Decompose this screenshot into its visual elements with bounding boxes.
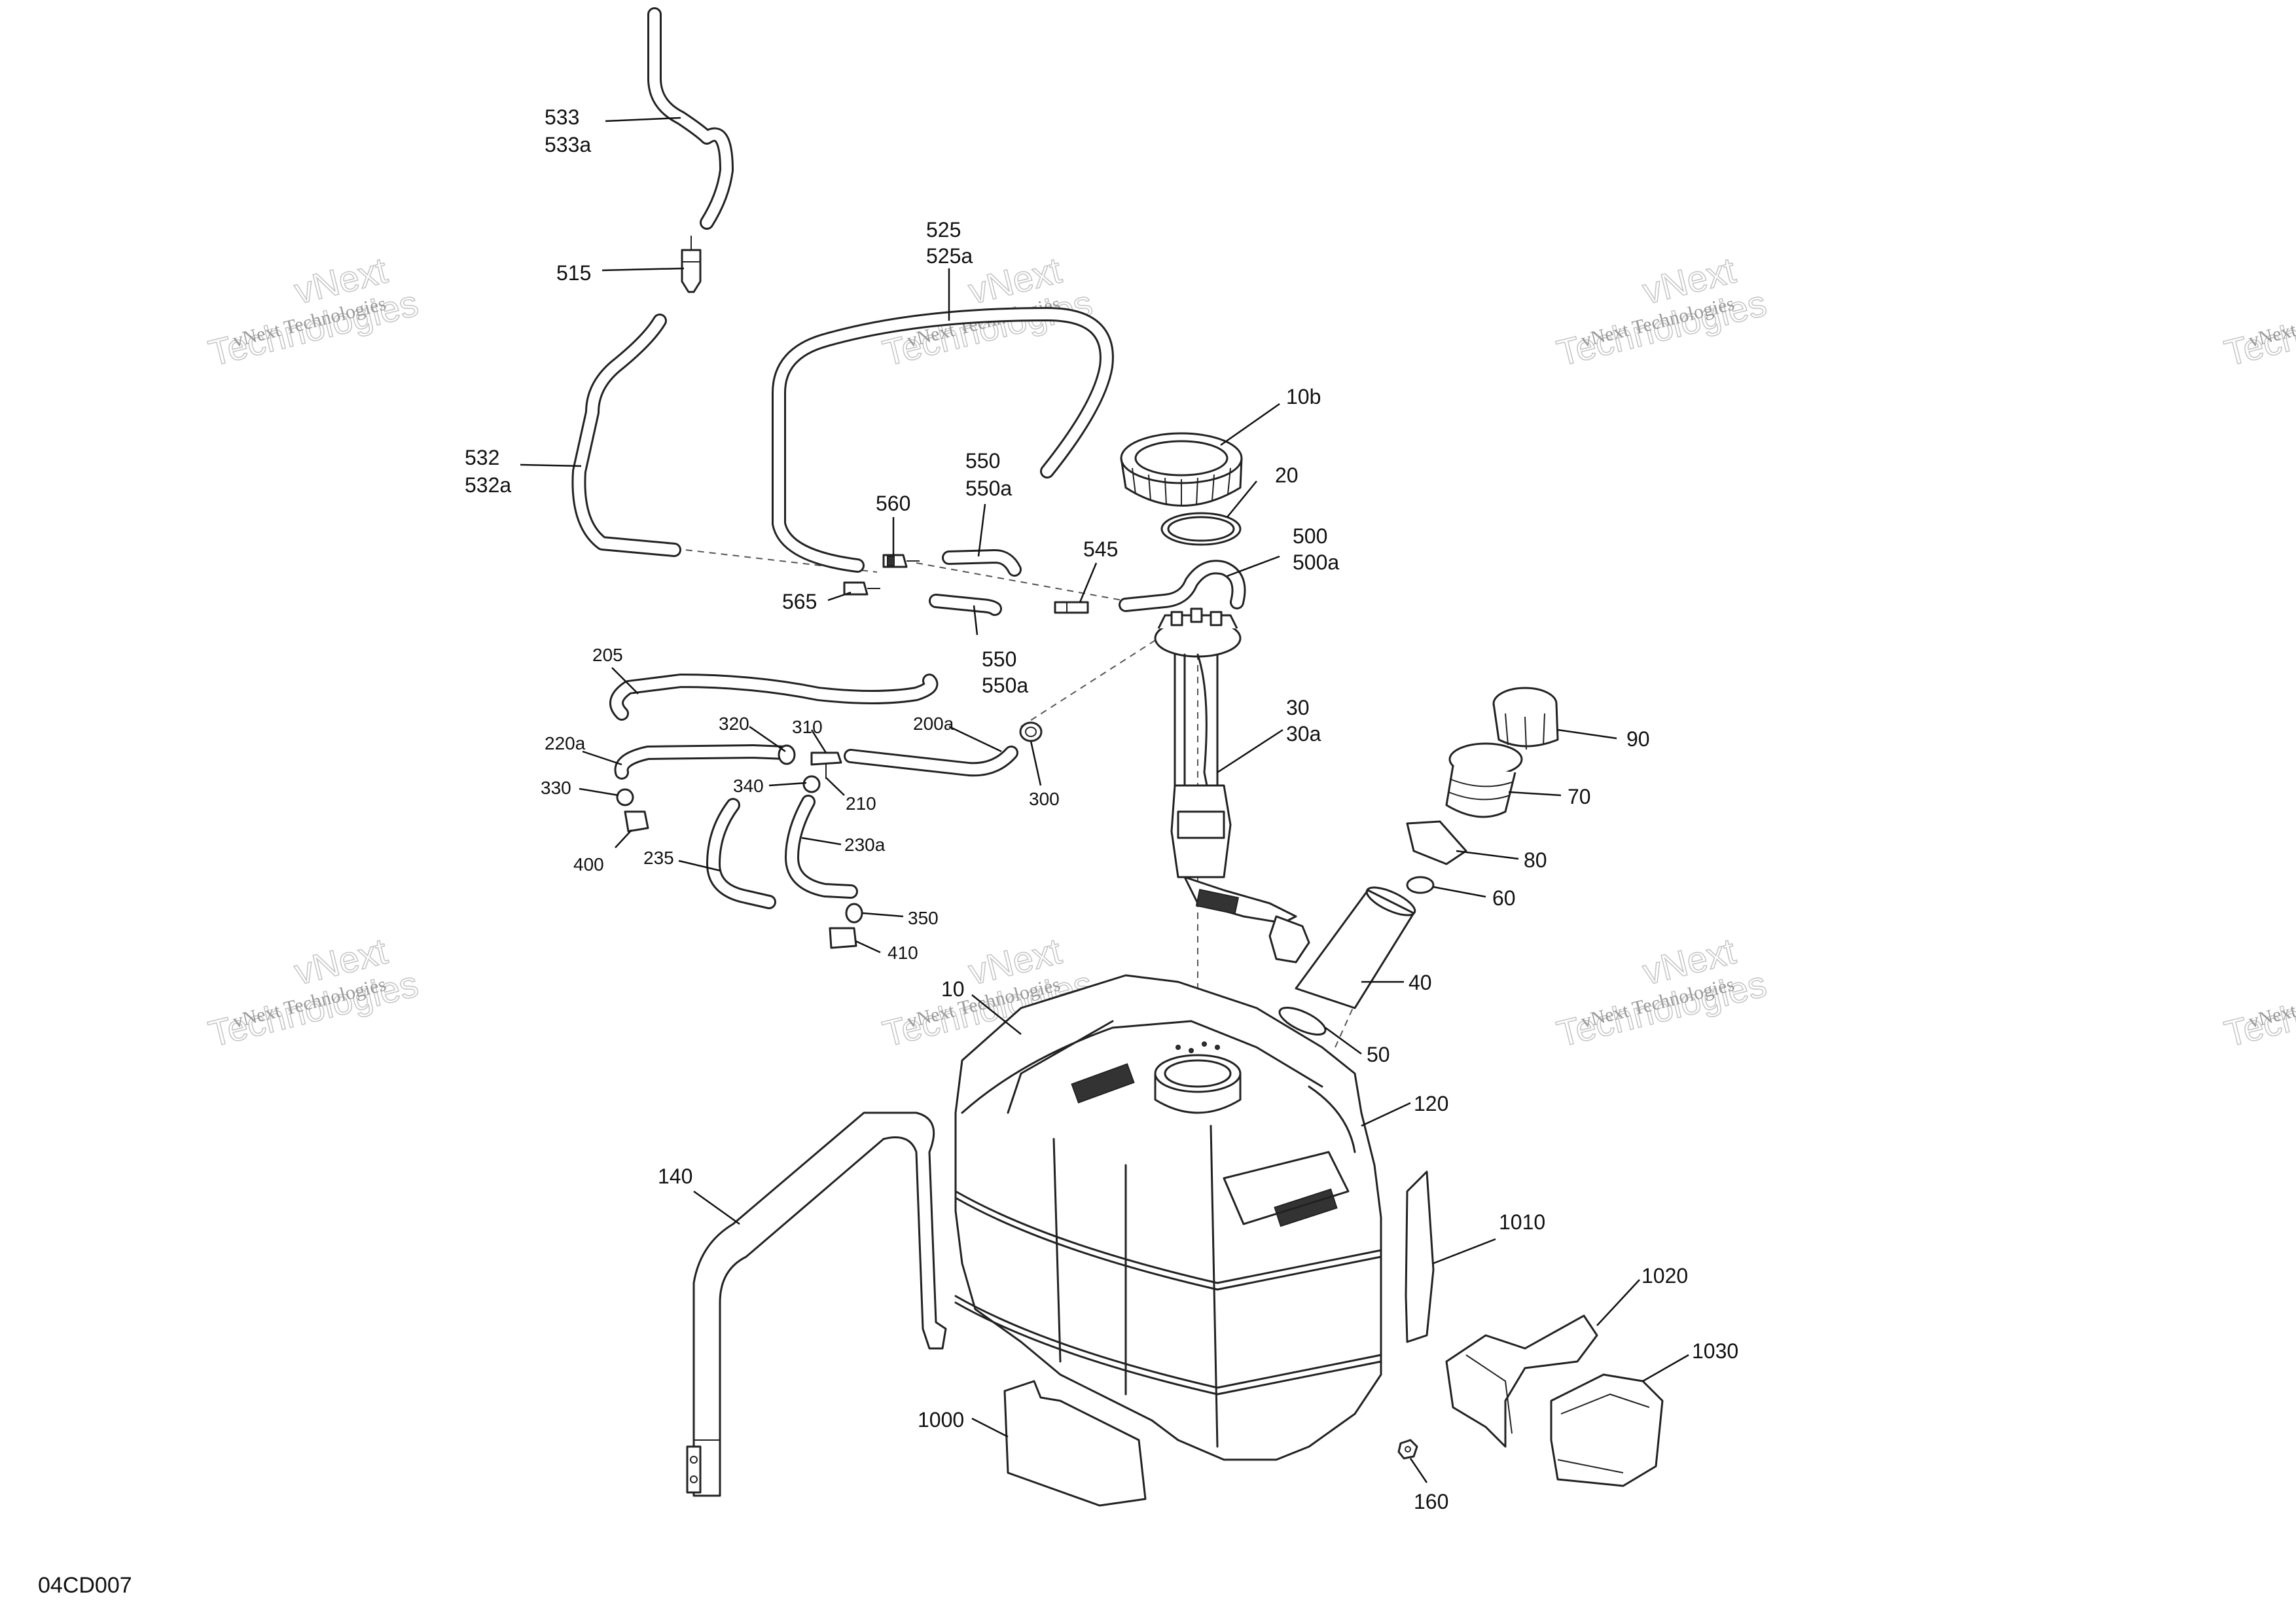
vent-hose-525 (772, 307, 1114, 573)
callout-30: 30 (1286, 696, 1310, 719)
fuel-pump-module-30 (1154, 607, 1310, 964)
callout-1010: 1010 (1499, 1210, 1545, 1234)
hose-200a (844, 746, 1018, 777)
watermark: vNext Technologies vNext Technologies (1552, 929, 1771, 1055)
fitting-565 (843, 581, 880, 596)
clamp-340 (802, 775, 821, 793)
callout-550a: 550a (965, 477, 1012, 500)
callout-230a: 230a (844, 835, 886, 855)
callout-500a: 500a (1293, 550, 1339, 574)
callout-205: 205 (592, 645, 623, 665)
callout-220a: 220a (545, 733, 586, 753)
vent-hose-533 (647, 7, 734, 230)
hose-500 (1119, 560, 1246, 612)
tee-310 (810, 751, 842, 779)
watermark: Technologies vNext Technologies (2220, 281, 2296, 374)
callout-400: 400 (573, 854, 604, 875)
elbow-410 (829, 927, 857, 949)
callout-1030: 1030 (1692, 1339, 1738, 1363)
callout-533a: 533a (545, 133, 591, 156)
hose-205 (609, 674, 939, 721)
callout-120: 120 (1414, 1092, 1448, 1115)
watermarks: vNext Technologies vNext Technologies vN… (204, 249, 2296, 1055)
hose-235 (706, 798, 776, 909)
callout-500: 500 (1293, 524, 1327, 548)
clamp-60 (1406, 876, 1435, 894)
seal-20 (1160, 512, 1242, 546)
strap-140 (686, 1111, 947, 1497)
hose-230a (785, 795, 858, 899)
callout-320: 320 (719, 713, 749, 734)
callout-50: 50 (1367, 1043, 1390, 1066)
callout-300: 300 (1029, 789, 1060, 809)
hose-220a (614, 744, 793, 780)
check-valve-515 (681, 236, 702, 293)
callout-532a: 532a (465, 473, 511, 497)
callout-60: 60 (1492, 886, 1516, 910)
watermark: vNext Technologies vNext Technologies (1552, 249, 1771, 374)
callout-235: 235 (643, 848, 674, 868)
callout-30a: 30a (1286, 722, 1321, 746)
watermark: vNext Technologies vNext Technologies (204, 249, 423, 374)
callout-340: 340 (733, 776, 764, 796)
clamp-350 (845, 903, 863, 924)
callout-545: 545 (1083, 537, 1118, 561)
callout-532: 532 (465, 446, 499, 469)
connector-545 (1054, 601, 1089, 614)
callout-330: 330 (541, 778, 571, 798)
callout-1020: 1020 (1641, 1264, 1688, 1288)
callout-525a: 525a (926, 244, 973, 268)
clamp-50 (1278, 1007, 1327, 1036)
part-callouts: 533 533a 515 525 525a 532 532a 10b 20 56… (465, 105, 1738, 1513)
callout-20: 20 (1275, 463, 1299, 487)
callout-210: 210 (846, 793, 876, 814)
callout-70: 70 (1568, 785, 1591, 808)
clamp-300 (1019, 721, 1043, 742)
leader-lines (520, 117, 1689, 1483)
lock-ring-10b (1120, 432, 1243, 507)
hose-550-upper (942, 549, 1022, 577)
fuel-tank-10 (954, 974, 1382, 1461)
callout-550-lower: 550 (982, 647, 1016, 671)
callout-560: 560 (876, 492, 910, 515)
shield-1020 (1445, 1314, 1598, 1448)
callout-515: 515 (556, 261, 591, 285)
callout-565: 565 (782, 590, 817, 613)
callout-80: 80 (1524, 848, 1547, 872)
callout-10b: 10b (1286, 385, 1321, 408)
callout-90: 90 (1626, 727, 1650, 751)
clamp-330 (616, 788, 634, 806)
callout-533: 533 (545, 105, 579, 129)
drawing-code: 04CD007 (38, 1573, 132, 1598)
callout-550: 550 (965, 449, 1000, 473)
shield-1030 (1550, 1373, 1664, 1487)
shield-1010 (1405, 1170, 1435, 1343)
shield-1000 (1003, 1380, 1147, 1507)
filler-cap-90 (1492, 687, 1559, 750)
elbow-400 (624, 810, 649, 833)
callout-310: 310 (792, 717, 823, 737)
grommet-80 (1406, 820, 1467, 865)
callout-10: 10 (941, 977, 965, 1001)
callout-410: 410 (888, 943, 918, 963)
fitting-560 (882, 554, 920, 568)
filler-hose-40 (1295, 886, 1416, 1009)
watermark: vNext Technologies vNext Technologies (204, 929, 423, 1055)
filler-neck-70 (1445, 742, 1523, 818)
hose-550-lower (929, 594, 1002, 616)
callout-1000: 1000 (918, 1408, 964, 1432)
nut-160 (1397, 1439, 1418, 1460)
callout-350: 350 (908, 908, 939, 928)
vent-hose-532 (571, 314, 681, 557)
watermark: Technologies vNext Technologies (2220, 962, 2296, 1055)
callout-160: 160 (1414, 1490, 1448, 1513)
callout-140: 140 (658, 1164, 692, 1188)
callout-550a-lower: 550a (982, 674, 1028, 697)
callout-40: 40 (1408, 971, 1432, 994)
callout-525: 525 (926, 218, 961, 242)
callout-200a: 200a (913, 713, 954, 734)
